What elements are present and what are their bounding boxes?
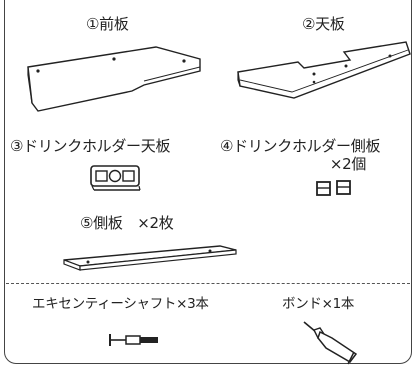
side-panel-drawing (63, 245, 237, 271)
top-panel-label: ②天板 (302, 15, 345, 33)
drink-holder-top-drawing (90, 165, 141, 191)
front-panel-label: ①前板 (86, 15, 129, 33)
front-panel-drawing (27, 46, 201, 112)
drink-holder-side-drawing (316, 180, 351, 196)
eccentric-shaft-label: エキセンティーシャフト×3本 (32, 296, 209, 312)
drink-holder-side-label: ④ドリンクホルダー側板 (220, 137, 381, 155)
bond-label: ボンド×1本 (282, 296, 355, 312)
top-panel-drawing (237, 41, 411, 99)
parts-list-frame (4, 0, 412, 364)
bond-tube-drawing (303, 321, 358, 365)
section-divider (6, 283, 410, 284)
drink-holder-side-qty: ×2個 (329, 155, 367, 173)
drink-holder-top-label: ③ドリンクホルダー天板 (10, 137, 171, 155)
side-panel-label: ⑤側板 ×2枚 (80, 214, 174, 232)
eccentric-shaft-drawing (109, 334, 158, 346)
